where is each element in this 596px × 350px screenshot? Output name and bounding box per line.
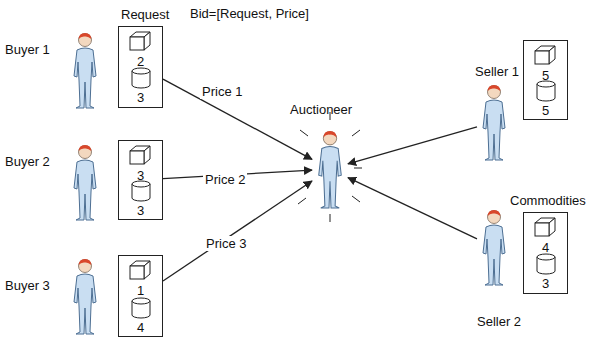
quantity-number: 5	[542, 103, 549, 118]
buyer-figure: Buyer 2	[68, 142, 102, 222]
buyer-figure: Buyer 3	[68, 256, 102, 336]
bid-connector	[163, 181, 312, 281]
bid-connector	[348, 178, 477, 239]
node-label: Auctioneer	[290, 102, 352, 117]
quantity-number: 2	[137, 54, 144, 69]
bid-connector	[163, 79, 312, 159]
buyer-figure: Buyer 1	[68, 30, 102, 110]
bid-connector	[348, 127, 477, 164]
person-figures	[74, 33, 505, 334]
quantity-number: 4	[542, 240, 549, 255]
price-label: Price 1	[200, 84, 244, 99]
quantity-number: 1	[137, 283, 144, 298]
commodities-box: 55	[523, 40, 568, 120]
request-box: Request23	[118, 26, 163, 108]
node-label: Commodities	[510, 193, 586, 208]
node-label: Buyer 2	[5, 154, 50, 169]
auctioneer-spikes	[298, 112, 362, 222]
auctioneer-figure: Auctioneer	[312, 128, 348, 210]
commodity-icons	[130, 32, 555, 318]
node-label: Seller 1	[475, 64, 519, 79]
node-label: Buyer 3	[5, 278, 50, 293]
commodities-box: Commodities43	[523, 212, 568, 294]
node-label: Buyer 1	[5, 42, 50, 57]
quantity-number: 3	[542, 276, 549, 291]
quantity-number: 4	[137, 320, 144, 335]
node-label: Request	[121, 7, 169, 22]
quantity-number: 3	[137, 203, 144, 218]
price-label: Price 3	[204, 236, 248, 251]
node-label: Seller 2	[477, 314, 521, 329]
quantity-number: 3	[137, 90, 144, 105]
request-box: 33	[118, 140, 163, 220]
request-box: 14	[118, 255, 163, 337]
quantity-number: 5	[542, 68, 549, 83]
bid-annotation: Bid=[Request, Price]	[190, 6, 309, 21]
price-label: Price 2	[203, 172, 247, 187]
seller-figure: Seller 1	[477, 82, 511, 162]
seller-figure: Seller 2	[477, 206, 511, 288]
quantity-number: 3	[137, 168, 144, 183]
